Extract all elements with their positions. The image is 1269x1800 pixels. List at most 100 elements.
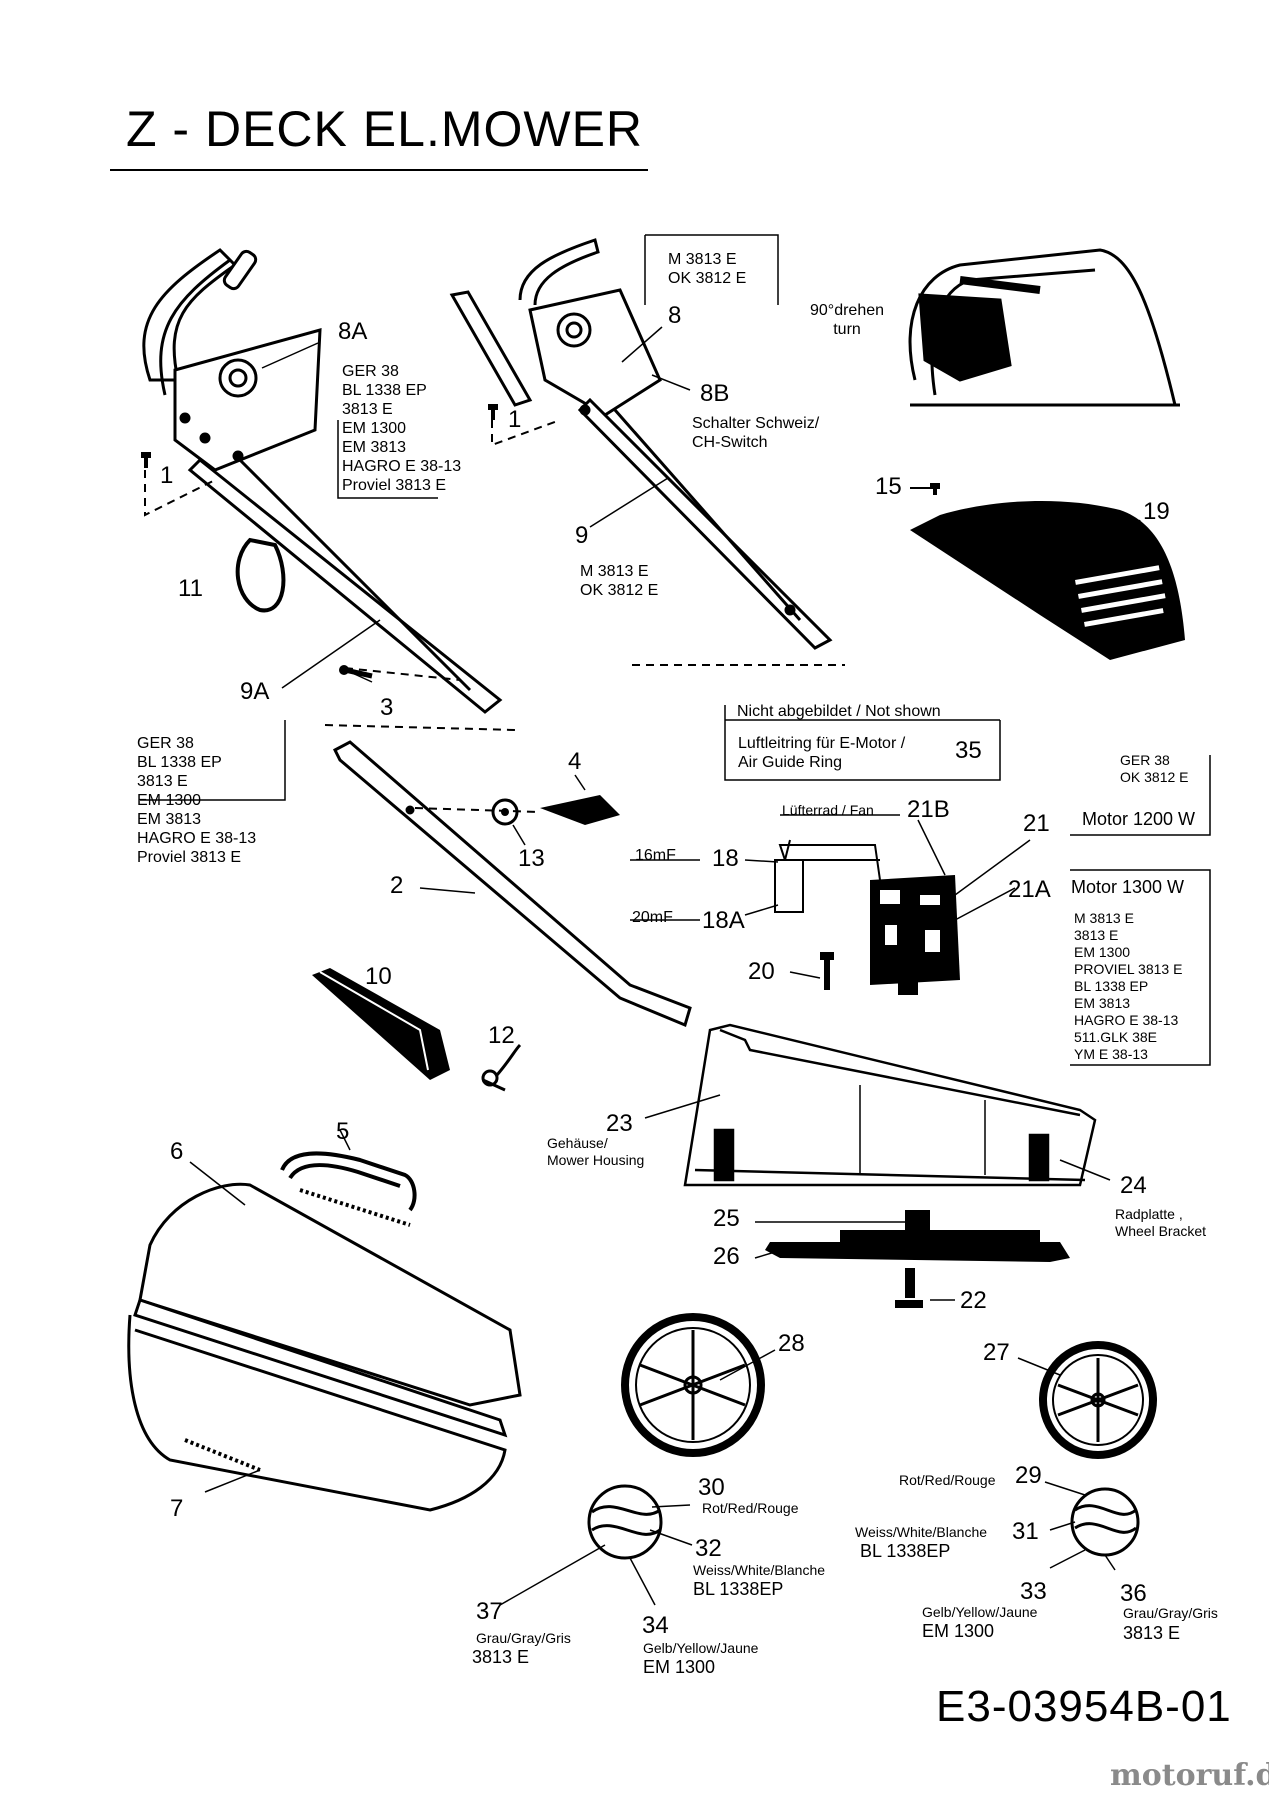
model-item: EM 3813 [137,811,202,828]
callout-29: 29 [1015,1462,1042,1489]
callout-13: 13 [518,845,545,872]
model-item: 3813 E [137,773,188,790]
not-shown-box [724,705,1001,781]
dashed-leaders-handle-left [144,470,516,731]
model-item: BL 1338 EP [1074,978,1149,994]
model-item: GER 38 [137,735,194,752]
callout-2: 2 [390,872,404,899]
watermark-logo: motoruf.de [1110,1758,1269,1793]
models-9a-list: GER 38 BL 1338 EP 3813 E EM 1300 EM 3813… [137,734,256,867]
motor-21-drawing [778,839,960,995]
dashed-leaders-handle-mid [491,419,845,666]
model-item: 511.GLK 38E [1074,1029,1158,1045]
callout-24: 24 [1120,1172,1147,1199]
page-title: Z - DECK EL.MOWER [126,101,644,157]
callout-25: 25 [713,1205,740,1232]
cap-31-label: Weiss/White/Blanche [855,1524,988,1540]
callout-1-left: 1 [160,462,174,489]
model-item: YM E 38-13 [1074,1046,1148,1062]
dashed-leader-13-4 [414,807,541,813]
model-item: M 3813 E [1074,910,1134,926]
model-item: PROVIEL 3813 E [1074,961,1183,977]
fan-label: Lüfterrad / Fan [782,802,874,818]
cover-19-drawing [910,483,1185,660]
cap-34-model: EM 1300 [643,1657,716,1677]
cap-33-model: EM 1300 [922,1621,995,1641]
switch-note-line: CH-Switch [692,434,768,451]
callout-26: 26 [713,1243,740,1270]
model-item: Proviel 3813 E [137,849,242,866]
part-13-4-drawing [419,774,620,894]
cap-31-model: BL 1338EP [860,1541,951,1561]
callout-30: 30 [698,1474,725,1501]
blade-25-26-drawing [754,1210,1070,1308]
model-item: 3813 E [342,401,393,418]
callout-21b: 21B [907,796,950,823]
model-item: EM 1300 [342,420,407,437]
cap-36-model: 3813 E [1123,1623,1181,1643]
callout-36: 36 [1120,1580,1147,1607]
models-9-list: M 3813 E OK 3812 E [580,562,658,600]
bracket-line: Wheel Bracket [1115,1223,1207,1239]
callout-5: 5 [336,1118,350,1145]
wheel-28-drawing [621,1313,776,1457]
model-item: GER 38 [1120,752,1170,768]
screw-1-mid-drawing [488,404,498,420]
housing-line: Gehäuse/ [547,1135,608,1151]
leader-lines-left [140,342,438,801]
motor-1200-bracket [1070,755,1211,836]
housing-23-drawing [644,1023,1111,1187]
capacitor-18-drawing [774,859,804,913]
model-item: 3813 E [1074,927,1119,943]
callout-8: 8 [668,302,682,329]
lower-handle-2-drawing [333,740,692,1028]
model-item: EM 1300 [1074,944,1131,960]
callout-37: 37 [476,1598,503,1625]
model-item: OK 3812 E [668,270,747,287]
grass-box-6-7-drawing [127,1161,522,1512]
document-id: E3-03954B-01 [936,1682,1232,1731]
callout-15: 15 [875,473,902,500]
spring-12-drawing [481,1043,522,1092]
models-8-list: M 3813 E OK 3812 E [668,250,746,288]
callout-21a: 21A [1008,876,1051,903]
wheel-27-drawing [1017,1341,1157,1459]
cap-29-label: Rot/Red/Rouge [899,1472,996,1488]
rotate-note: 90°drehen turn [810,301,884,339]
callout-3: 3 [380,694,394,721]
callout-31: 31 [1012,1518,1039,1545]
cap-32-model: BL 1338EP [693,1579,784,1599]
flap-10-drawing [312,968,450,1080]
leader-lines-mid [589,234,779,528]
callout-23: 23 [606,1110,633,1137]
callout-21: 21 [1023,810,1050,837]
callout-8a: 8A [338,318,368,345]
callout-28: 28 [778,1330,805,1357]
cap-32-label: Weiss/White/Blanche [693,1562,826,1578]
bracket-line: Radplatte , [1115,1206,1183,1222]
callout-12: 12 [488,1022,515,1049]
motor-1300-models: M 3813 E 3813 E EM 1300 PROVIEL 3813 E B… [1074,910,1182,1063]
callout-35: 35 [955,737,982,764]
model-item: M 3813 E [580,563,649,580]
clip-11-drawing [235,537,286,613]
motor-1200-models: GER 38 OK 3812 E [1120,752,1189,786]
callout-18a: 18A [702,907,745,934]
cap-30-label: Rot/Red/Rouge [702,1500,799,1516]
callout-27: 27 [983,1339,1010,1366]
bracket-label: Radplatte , Wheel Bracket [1115,1206,1206,1240]
callout-18: 18 [712,845,739,872]
callout-22: 22 [960,1287,987,1314]
callout-9: 9 [575,522,589,549]
switch-detail-drawing [908,248,1180,407]
callout-19: 19 [1143,498,1170,525]
callout-4: 4 [568,748,582,775]
model-item: HAGRO E 38-13 [137,830,257,847]
callout-11: 11 [178,575,203,602]
model-item: EM 3813 [1074,995,1131,1011]
screw-1-left-drawing [141,452,151,468]
model-item: Proviel 3813 E [342,477,447,494]
callout-20: 20 [748,958,775,985]
air-guide-line: Luftleitring für E-Motor / [738,735,906,752]
bolt-3-drawing [339,665,373,679]
